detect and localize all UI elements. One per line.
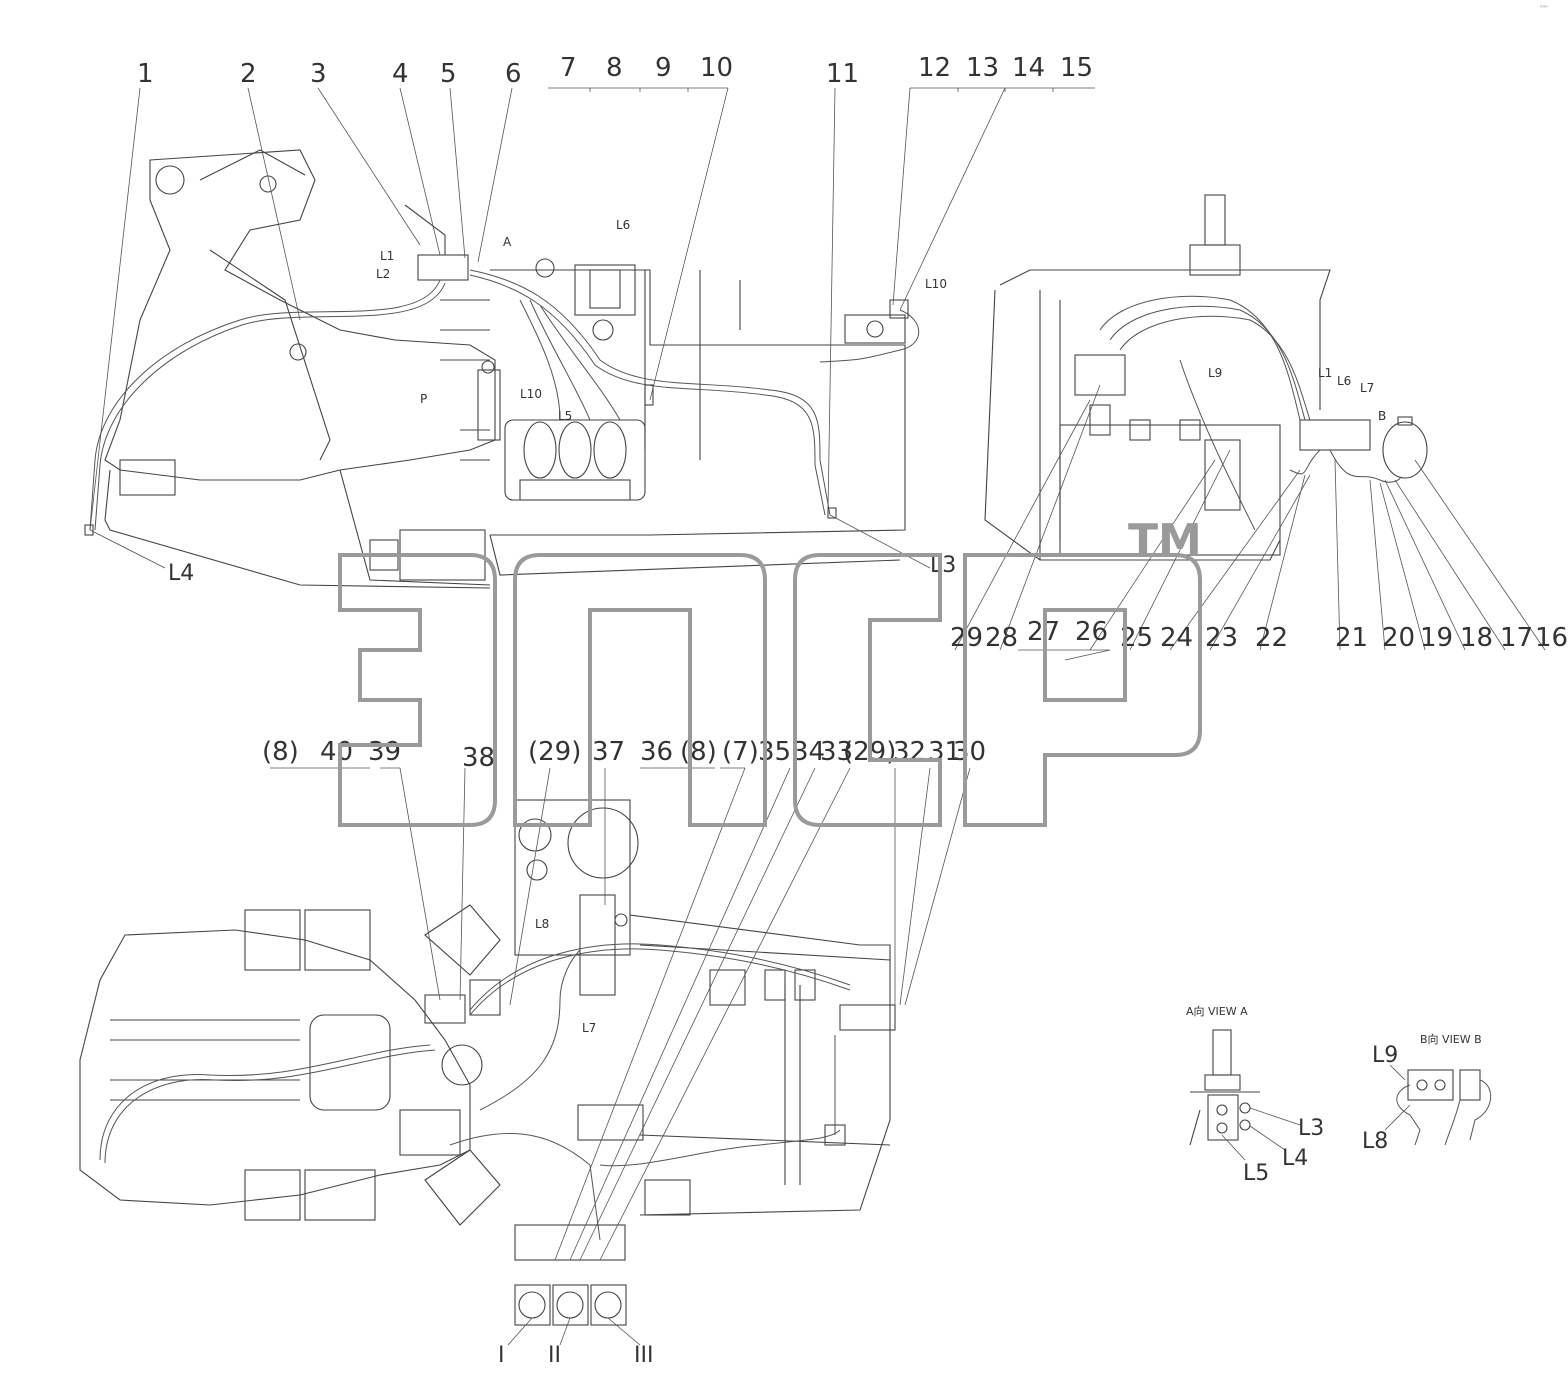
view-a-l4: L4 [1282,1146,1308,1171]
rear-frame-labels: L9 L1 L6 L7 B [1208,366,1386,423]
callout-28: 28 [985,623,1018,653]
callout-8-ref-b: (8) [680,737,717,767]
top-left-hose-labels: L1 L2 L6 L10 L5 L10 P A L4 L3 [168,218,956,586]
callout-39: 39 [368,737,401,767]
view-b-l9: L9 [1372,1043,1398,1068]
hose-label-l3-main: L3 [930,553,956,578]
watermark-trademark: TM [1128,515,1202,566]
callout-24: 24 [1160,623,1193,653]
callout-12: 12 [918,53,951,83]
callout-18: 18 [1460,623,1493,653]
callout-13: 13 [966,53,999,83]
view-a-title: A向 VIEW A [1186,1004,1248,1018]
callout-7-ref: (7) [722,737,759,767]
hose-label-l8: L8 [535,917,549,931]
callout-9: 9 [655,53,672,83]
callout-3: 3 [310,59,327,89]
top-left-leaders [89,87,1095,569]
plan-view-leaders [270,767,971,1346]
view-a-l3: L3 [1298,1116,1324,1141]
callout-2: 2 [240,59,257,89]
hose-label-l9r: L9 [1208,366,1222,380]
callout-29-ref-a: (29) [528,737,581,767]
callout-15: 15 [1060,53,1093,83]
callout-11: 11 [826,59,859,89]
view-a-l5: L5 [1243,1161,1269,1186]
port-label-p: P [420,392,427,406]
rear-frame-callout-numbers: 29 28 27 26 25 24 23 22 21 20 19 18 17 1… [950,617,1568,653]
callout-16: 16 [1535,623,1568,653]
callout-33: 33 [820,737,853,767]
callout-37: 37 [592,737,625,767]
watermark-logo: TM [338,515,1202,827]
callout-40: 40 [320,737,353,767]
hose-label-l5: L5 [558,409,572,423]
callout-19: 19 [1420,623,1453,653]
callout-35: 35 [758,737,791,767]
callout-14: 14 [1012,53,1045,83]
port-label-a: A [503,235,512,249]
callout-1: 1 [137,59,154,89]
callout-6: 6 [505,59,522,89]
plan-view-labels: L8 L7 I II III [498,917,653,1368]
hose-label-l6r: L6 [1337,374,1351,388]
rear-frame-view [984,194,1428,561]
callout-23: 23 [1205,623,1238,653]
hose-label-l2: L2 [376,267,390,281]
hose-label-l4-main: L4 [168,561,194,586]
callout-38: 38 [462,743,495,773]
plan-view-callout-numbers: (8) 40 39 38 (29) 37 36 (8) (7) 35 34 33… [262,737,986,773]
callout-26: 26 [1075,617,1108,647]
pump-label-iii: III [634,1343,653,1368]
hose-label-l7r: L7 [1360,381,1374,395]
pump-label-i: I [498,1343,505,1368]
callout-30: 30 [953,737,986,767]
hose-label-l10a: L10 [520,387,542,401]
callout-21: 21 [1335,623,1368,653]
boom-side-view [84,149,920,589]
hose-label-l6: L6 [616,218,630,232]
pump-label-ii: II [548,1343,561,1368]
rear-frame-leaders [954,384,1546,661]
callout-8-ref-a: (8) [262,737,299,767]
view-b-title: B向 VIEW B [1420,1032,1482,1046]
callout-20: 20 [1382,623,1415,653]
hose-label-l1r: L1 [1318,366,1332,380]
detail-view-a: A向 VIEW A L3 L4 L5 [1186,1004,1324,1186]
detail-view-b: B向 VIEW B L9 L8 [1362,1032,1492,1154]
corner-mark: ᵐᵐ [1540,4,1548,12]
callout-7: 7 [560,53,577,83]
plan-view [79,799,896,1326]
callout-5: 5 [440,59,457,89]
view-b-l8: L8 [1362,1129,1388,1154]
callout-32: 32 [893,737,926,767]
callout-8: 8 [606,53,623,83]
port-label-b: B [1378,409,1386,423]
callout-34: 34 [792,737,825,767]
callout-22: 22 [1255,623,1288,653]
hose-label-l7b: L7 [582,1021,596,1035]
hose-label-l1: L1 [380,249,394,263]
callout-10: 10 [700,53,733,83]
top-left-callout-numbers: 1 2 3 4 5 6 7 8 9 10 11 12 13 14 15 [137,53,1093,89]
callout-17: 17 [1500,623,1533,653]
hose-label-l10b: L10 [925,277,947,291]
callout-4: 4 [392,59,409,89]
callout-36: 36 [640,737,673,767]
